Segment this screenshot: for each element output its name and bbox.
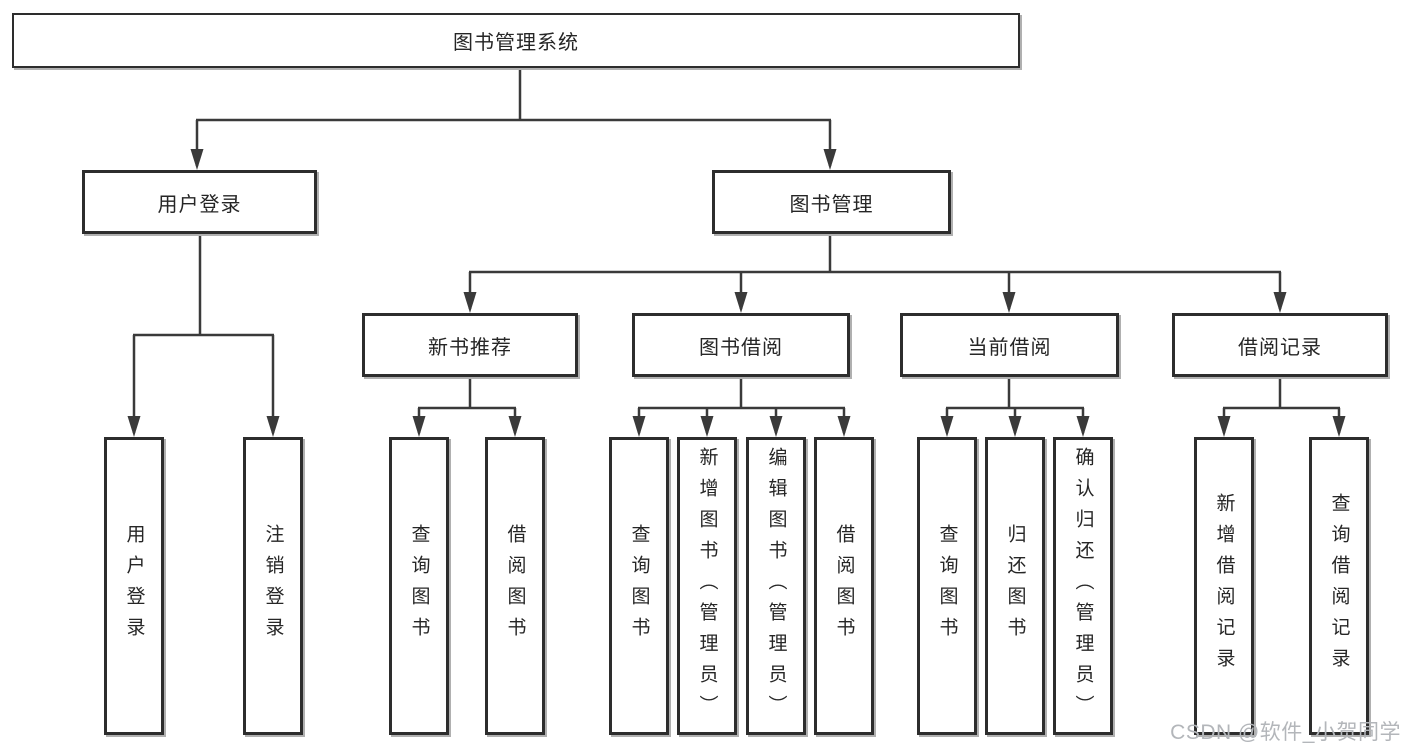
node-book-borrowing: 图书借阅 [632, 313, 850, 377]
arrowheads [127, 149, 1346, 437]
node-leaf-edit-book-admin: 编辑图书（管理员） [746, 437, 806, 735]
node-leaf-add-book-admin: 新增图书（管理员） [677, 437, 737, 735]
csdn-watermark: CSDN @软件_小贺同学 [1170, 721, 1401, 744]
node-library-system: 图书管理系统 [12, 13, 1020, 68]
node-leaf-query-borrow-record: 查询借阅记录 [1309, 437, 1369, 735]
node-book-management: 图书管理 [712, 170, 951, 234]
node-user-login: 用户登录 [82, 170, 317, 234]
node-leaf-logout: 注销登录 [243, 437, 303, 735]
node-leaf-user-login: 用户登录 [104, 437, 164, 735]
node-current-borrowing: 当前借阅 [900, 313, 1119, 377]
node-leaf-borrow-book-2: 借阅图书 [814, 437, 874, 735]
node-leaf-add-borrow-record: 新增借阅记录 [1194, 437, 1254, 735]
node-leaf-query-book-3: 查询图书 [917, 437, 977, 735]
node-leaf-query-book-1: 查询图书 [389, 437, 449, 735]
node-leaf-return-book: 归还图书 [985, 437, 1045, 735]
node-leaf-borrow-book-1: 借阅图书 [485, 437, 545, 735]
node-leaf-query-book-2: 查询图书 [609, 437, 669, 735]
node-new-book-recommendation: 新书推荐 [362, 313, 578, 377]
node-leaf-confirm-return-admin: 确认归还（管理员） [1053, 437, 1113, 735]
node-borrow-records: 借阅记录 [1172, 313, 1388, 377]
